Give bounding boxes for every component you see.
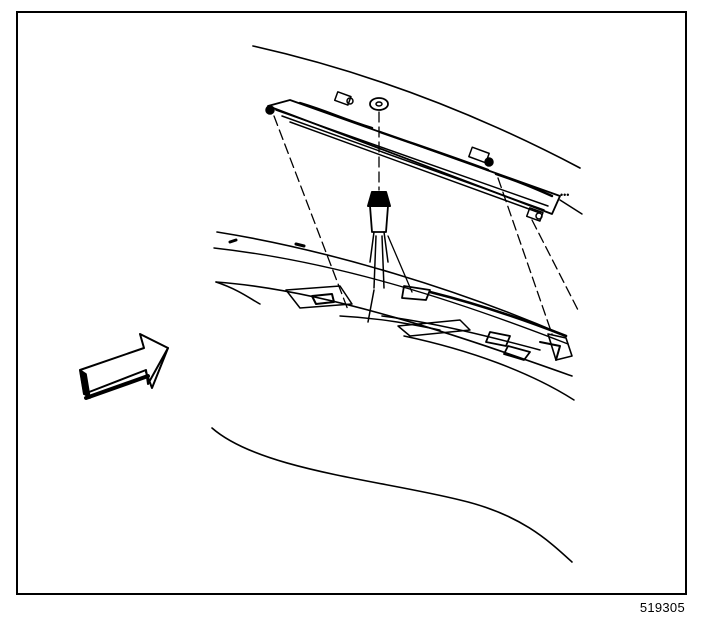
cowl-vent-grille: ••• [265, 91, 569, 222]
windshield-edge [252, 45, 581, 169]
washer [369, 97, 389, 111]
cowl-panel [213, 231, 575, 401]
svg-text:•••: ••• [560, 190, 569, 200]
hood-contour [211, 427, 573, 563]
figure-number: 519305 [639, 600, 685, 615]
push-pin-retainer [367, 191, 391, 289]
windshield-edge-lower [559, 199, 583, 215]
front-arrow-icon [79, 333, 169, 400]
alignment-lines [273, 111, 579, 335]
